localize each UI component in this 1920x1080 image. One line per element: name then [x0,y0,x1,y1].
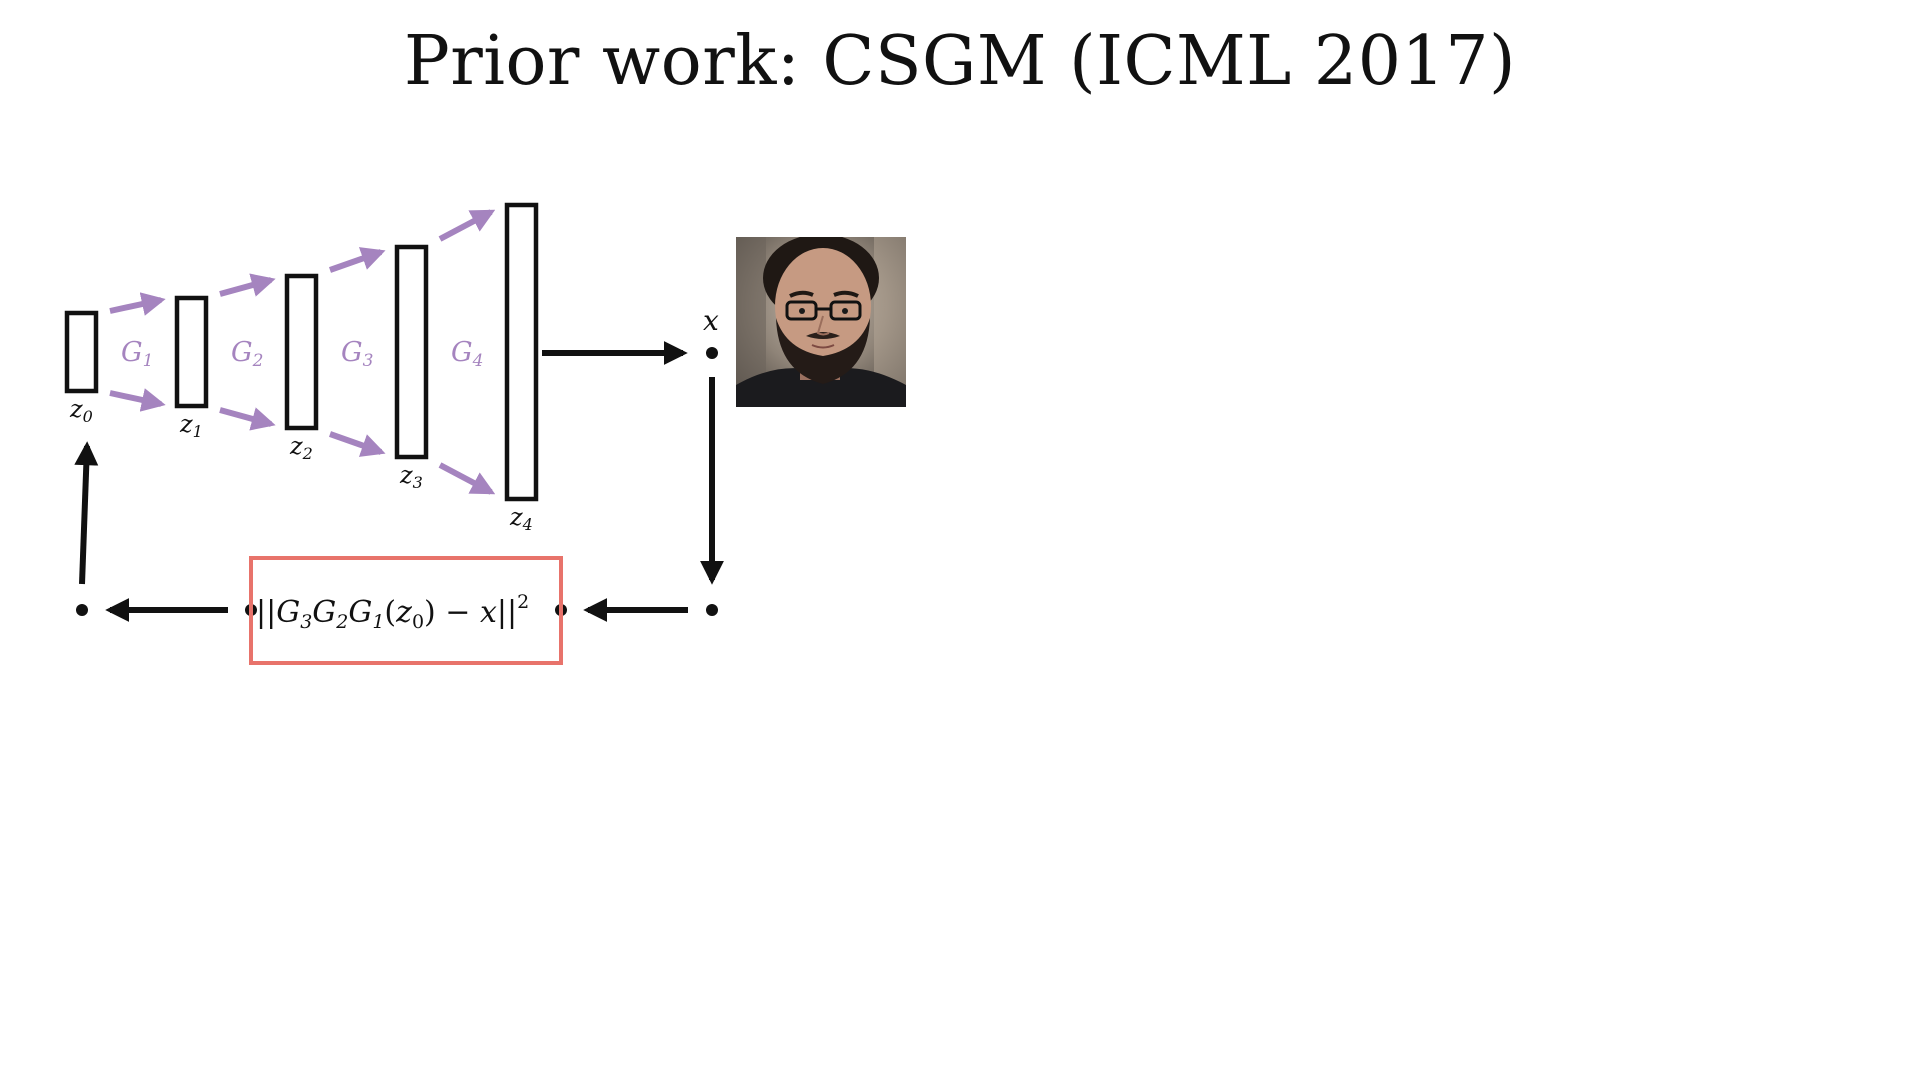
generator-label-g3: G3 [341,337,373,371]
output-dot [706,347,718,359]
latent-vector-z0 [64,310,99,394]
portrait-photo [736,237,906,407]
latent-labels: z0 z1 z2 z3 z4 [69,395,533,534]
generator-arrows [109,209,496,495]
generator-label-g1: G1 [121,337,153,371]
output-label-x: x [703,304,719,337]
generator-arrow-g1-top [109,292,166,316]
latent-vector-z4 [504,202,539,502]
flow-arrows [74,341,724,622]
latent-label-z3: z3 [399,461,423,492]
generator-arrow-g3-bottom [329,431,386,457]
latent-label-z0: z0 [69,395,93,426]
generator-label-g4: G4 [451,337,483,371]
latent-label-z1: z1 [179,410,203,441]
generator-arrow-g4-bottom [438,462,496,495]
generator-arrow-g2-bottom [219,407,276,431]
generator-arrow-g4-top [438,209,496,242]
slide-title: Prior work: CSGM (ICML 2017) [403,22,1517,101]
generator-labels: G1 G2 G3 G4 [121,337,483,371]
generator-label-g2: G2 [231,337,263,371]
loss-formula: ||G3G2G1(z0) − x||2 [256,591,529,633]
generator-arrow-g1-bottom [109,388,166,412]
update-arrow [74,441,99,585]
generator-arrow-g2-top [219,273,276,297]
gradient-dot [76,604,88,616]
latent-vectors [64,202,539,502]
measurement-dot [706,604,718,616]
latent-vector-z1 [174,295,209,409]
latent-vector-z3 [394,244,429,460]
latent-vector-z2 [284,273,319,431]
generator-arrow-g3-top [329,247,386,273]
loss-box [249,556,563,665]
latent-label-z4: z4 [509,503,533,534]
latent-label-z2: z2 [289,432,313,463]
